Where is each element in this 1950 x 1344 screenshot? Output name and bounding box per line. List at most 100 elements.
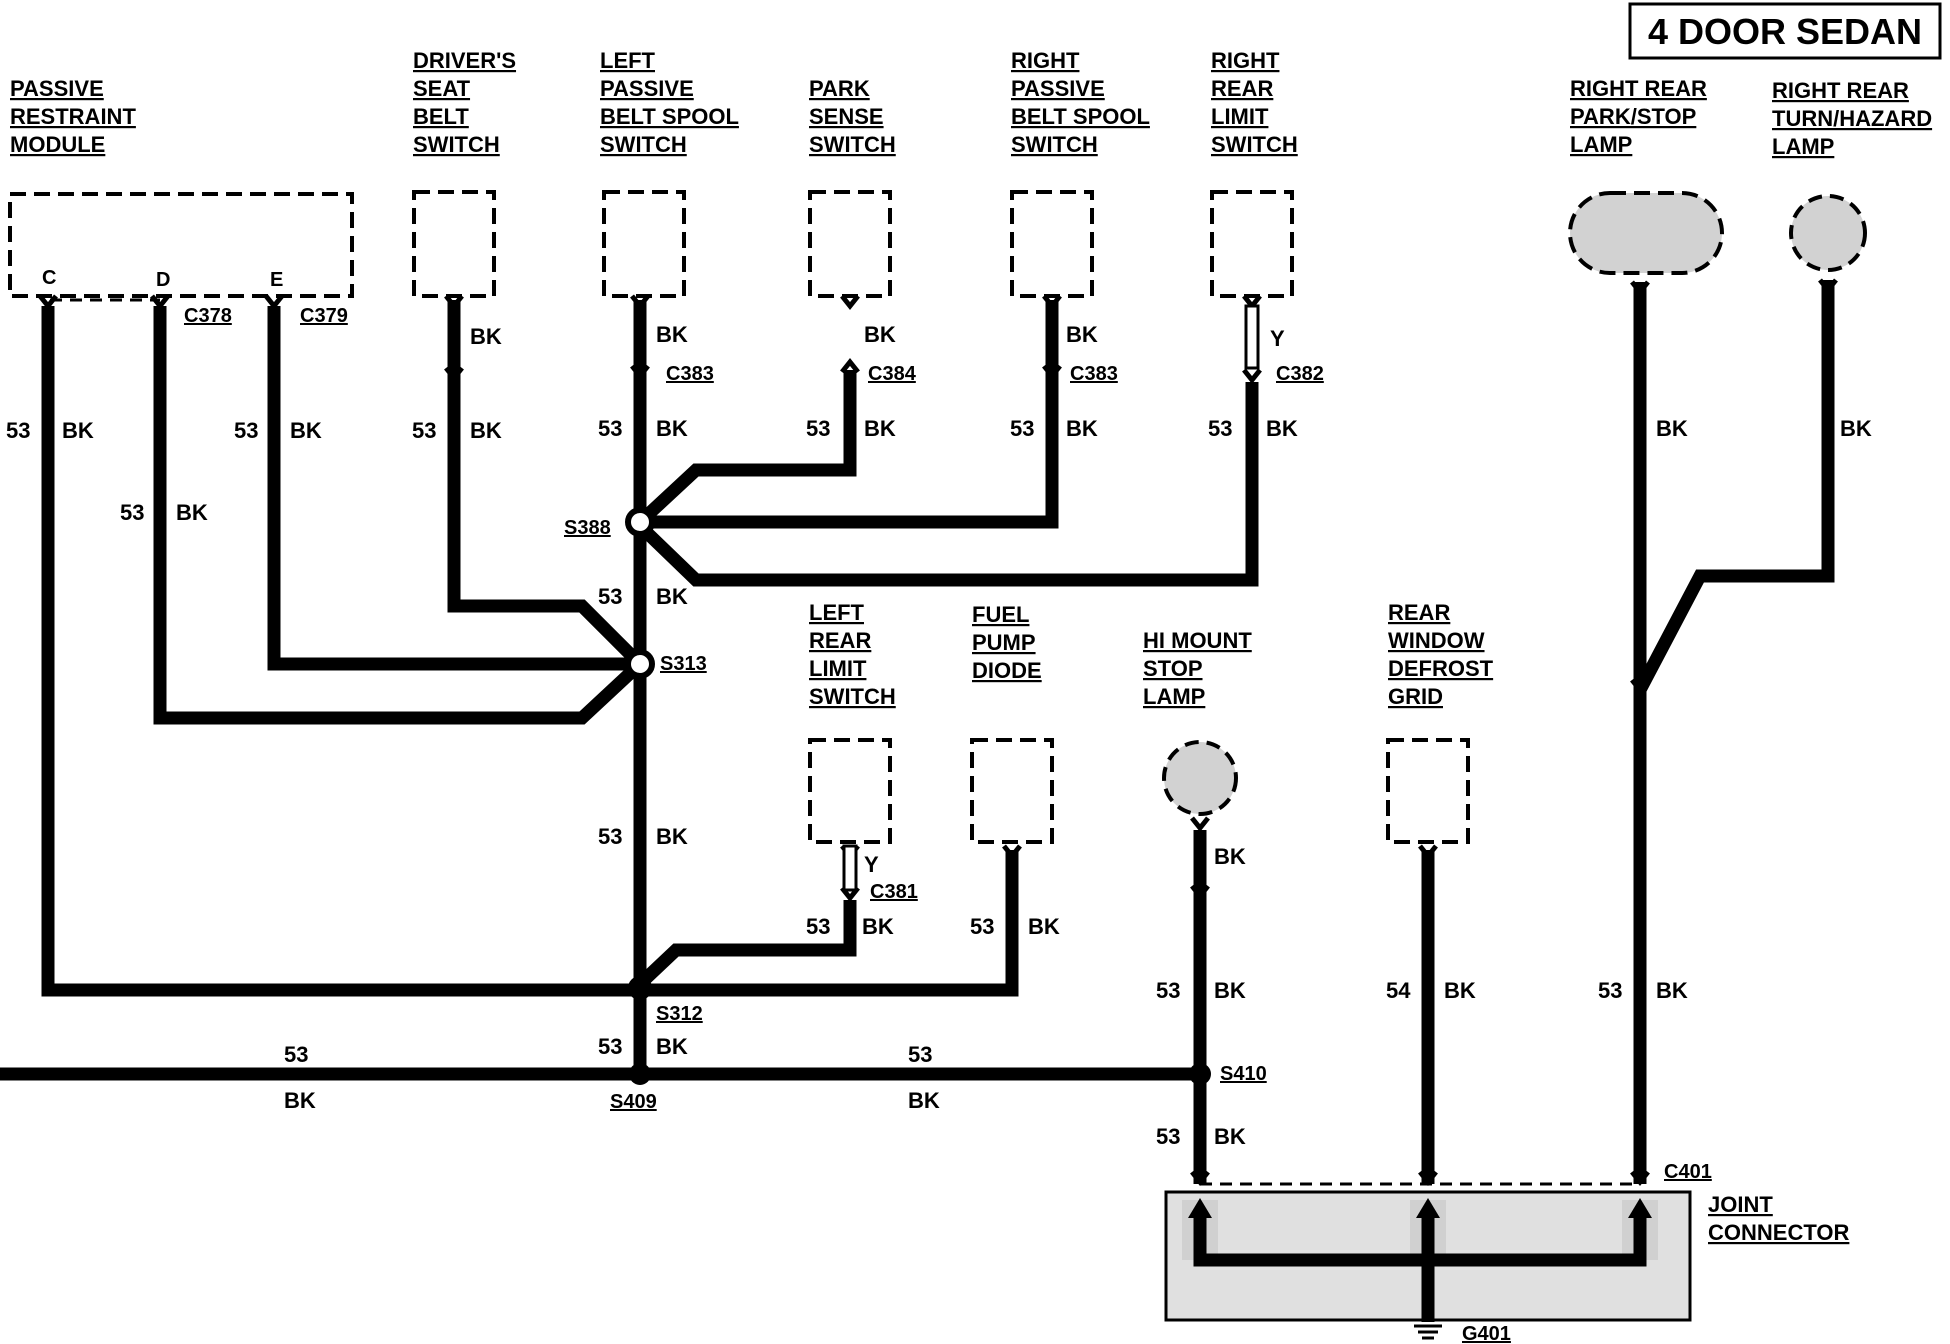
wire-num: 53 <box>1598 978 1622 1003</box>
c381-label: C381 <box>870 881 918 903</box>
park-sense-switch <box>808 190 892 298</box>
splice-s312 <box>628 976 652 1000</box>
s409-label: S409 <box>610 1091 657 1113</box>
wire-num: 53 <box>1208 416 1232 441</box>
wire-color: BK <box>470 418 502 443</box>
wire-right-limit <box>635 382 1259 587</box>
fuel-pump-label-3: DIODE <box>972 658 1042 683</box>
driver-seat-label-2: SEAT <box>413 76 471 101</box>
rr-turn-lamp <box>1789 194 1867 272</box>
rr-park-label-3: LAMP <box>1570 132 1632 157</box>
c378-label: C378 <box>184 305 232 327</box>
left-spool-label-4: SWITCH <box>600 132 687 157</box>
left-spool-switch <box>602 190 686 298</box>
s312-label: S312 <box>656 1003 703 1025</box>
y-wires <box>842 304 1260 892</box>
right-spool-label-2: PASSIVE <box>1011 76 1105 101</box>
wire-num: 53 <box>598 824 622 849</box>
wire-color: BK <box>862 914 894 939</box>
wire-color: BK <box>470 324 502 349</box>
s313-label: S313 <box>660 653 707 675</box>
wire-color: BK <box>656 416 688 441</box>
hi-mount-label-2: STOP <box>1143 656 1203 681</box>
wire-color: BK <box>656 322 688 347</box>
rr-park-label-2: PARK/STOP <box>1570 104 1696 129</box>
joint-connector <box>1164 1182 1692 1340</box>
wire-color: BK <box>1028 914 1060 939</box>
right-spool-switch <box>1010 190 1094 298</box>
right-limit-label-1: RIGHT <box>1211 48 1280 73</box>
wire-num: 53 <box>412 418 436 443</box>
wire-color: BK <box>1266 416 1298 441</box>
left-limit-label-1: LEFT <box>809 600 865 625</box>
prm-label-1: PASSIVE <box>10 76 104 101</box>
rr-park-label-1: RIGHT REAR <box>1570 76 1707 101</box>
rear-defrost-grid <box>1386 738 1470 844</box>
wire-color: BK <box>290 418 322 443</box>
s410-label: S410 <box>1220 1063 1267 1085</box>
g401-label: G401 <box>1462 1323 1511 1344</box>
right-spool-label-4: SWITCH <box>1011 132 1098 157</box>
c383-right-label: C383 <box>1070 363 1118 385</box>
left-limit-label-3: LIMIT <box>809 656 867 681</box>
driver-seat-label-1: DRIVER'S <box>413 48 516 73</box>
wire-num: 53 <box>6 418 30 443</box>
wire-fuel-pump <box>640 850 1019 997</box>
wire-color: BK <box>1214 978 1246 1003</box>
wire-num: 53 <box>598 584 622 609</box>
splices <box>625 507 1211 1085</box>
wire-color: BK <box>1656 416 1688 441</box>
wire-num: 53 <box>806 914 830 939</box>
wire-num: 53 <box>1156 1124 1180 1149</box>
wire-left-limit <box>635 900 857 989</box>
wire-num: 53 <box>598 416 622 441</box>
fuel-pump-label-2: PUMP <box>972 630 1036 655</box>
rr-turn-label-1: RIGHT REAR <box>1772 78 1909 103</box>
splice-s410 <box>1189 1063 1211 1085</box>
hi-mount-label-1: HI MOUNT <box>1143 628 1252 653</box>
left-limit-switch <box>808 738 892 844</box>
wire-color: BK <box>284 1088 316 1113</box>
component-outlines: C D E <box>8 190 1867 844</box>
wire-color: BK <box>176 500 208 525</box>
wire-color: BK <box>1444 978 1476 1003</box>
wire-color: BK <box>1214 844 1246 869</box>
wire-park-sense <box>635 370 857 527</box>
wire-num: 53 <box>284 1042 308 1067</box>
wire-num: 53 <box>120 500 144 525</box>
wire-num: 53 <box>234 418 258 443</box>
splice-s409 <box>629 1063 651 1085</box>
wire-rr-turn <box>1634 280 1835 694</box>
prm-box <box>8 192 354 298</box>
wire-color-y: Y <box>864 852 879 877</box>
driver-seat-label-4: SWITCH <box>413 132 500 157</box>
right-limit-label-2: REAR <box>1211 76 1273 101</box>
wire-color: BK <box>656 584 688 609</box>
park-sense-label-3: SWITCH <box>809 132 896 157</box>
left-spool-label-3: BELT SPOOL <box>600 104 739 129</box>
prm-pin-c: C <box>42 267 56 289</box>
wire-driver-seat <box>447 300 645 669</box>
driver-seat-label-3: BELT <box>413 104 469 129</box>
rear-defrost-label-1: REAR <box>1388 600 1450 625</box>
fuel-pump-diode <box>970 738 1054 844</box>
rear-defrost-label-3: DEFROST <box>1388 656 1494 681</box>
rr-park-lamp <box>1568 191 1724 275</box>
c382-label: C382 <box>1276 363 1324 385</box>
prm-label-2: RESTRAINT <box>10 104 136 129</box>
rr-turn-label-3: LAMP <box>1772 134 1834 159</box>
diagram-title: 4 DOOR SEDAN <box>1648 11 1922 52</box>
wire-color: BK <box>656 824 688 849</box>
wire-num: 54 <box>1386 978 1411 1003</box>
joint-label-1: JOINT <box>1708 1192 1773 1217</box>
wire-num: 53 <box>1156 978 1180 1003</box>
wire-num: 53 <box>970 914 994 939</box>
wire-color: BK <box>1214 1124 1246 1149</box>
left-spool-label-1: LEFT <box>600 48 656 73</box>
prm-pin-e: E <box>270 269 283 291</box>
s388-label: S388 <box>564 517 611 539</box>
c401-label: C401 <box>1664 1161 1712 1183</box>
rear-defrost-label-4: GRID <box>1388 684 1443 709</box>
connector-ids: C378 C379 C383 C384 C383 C382 C381 C401 … <box>184 305 1712 1344</box>
